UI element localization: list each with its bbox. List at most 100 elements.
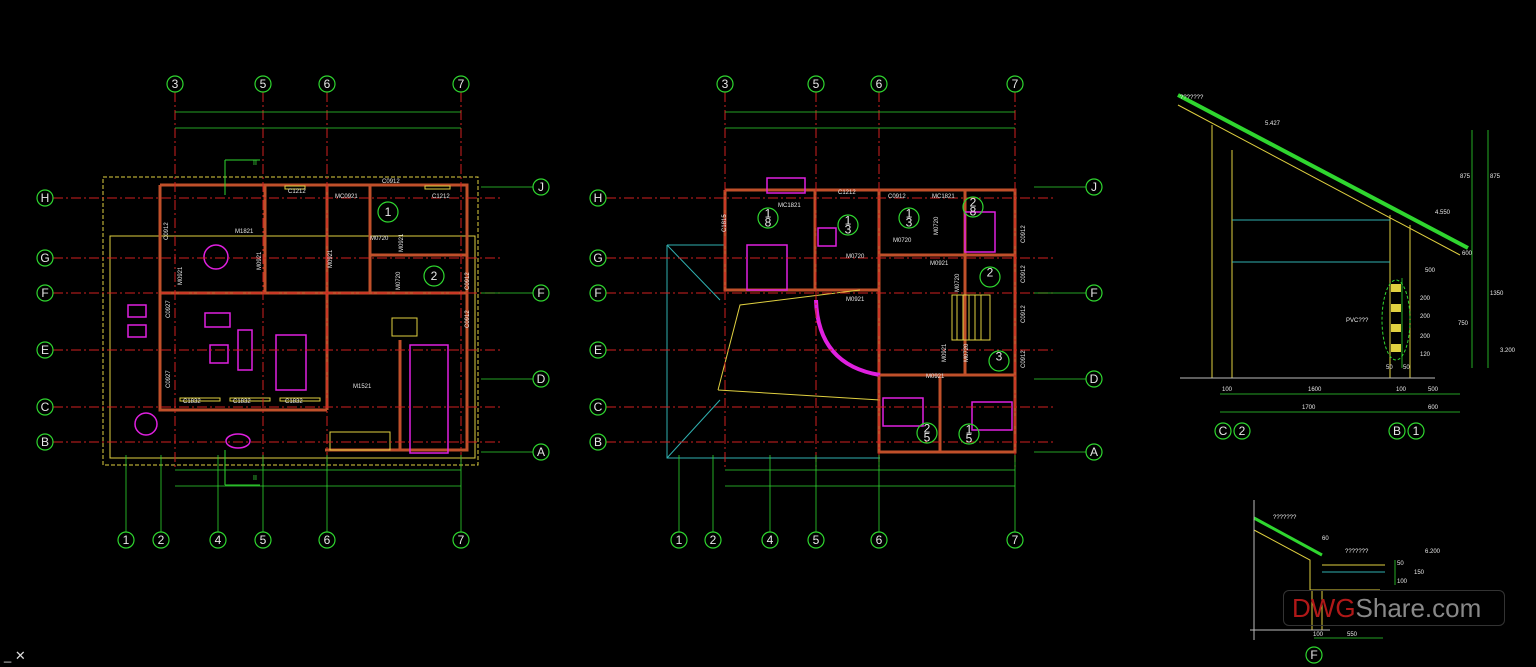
structure-outline	[1177, 104, 1461, 378]
axis-bubble	[36, 189, 54, 207]
dim-text: 1350	[1490, 291, 1504, 297]
axis-bubble	[1085, 284, 1103, 302]
door-window-tag: C0912	[465, 310, 471, 328]
axis-bubble	[1085, 443, 1103, 461]
axis-bubble	[166, 75, 184, 93]
door-window-tag: C1832	[233, 399, 251, 405]
tags: C1212MC0921C0912C1212M1821C0912M0921M092…	[164, 179, 471, 405]
axis-label: C	[41, 400, 50, 414]
axis-bubble	[532, 178, 550, 196]
room-tag	[837, 214, 859, 236]
beam-lines	[1232, 219, 1390, 263]
axis-label: 6	[324, 533, 331, 547]
elevation-text: 6.200	[1425, 549, 1441, 555]
dim-text: 100	[1396, 387, 1407, 393]
room-tag-sub: 3	[906, 216, 913, 230]
terrace-outline	[109, 235, 476, 459]
door-window-tag: M0921	[328, 249, 334, 268]
door-window-tag: M0720	[396, 271, 402, 290]
axis-label: H	[594, 191, 603, 205]
dim-text: 100	[1313, 632, 1324, 638]
door-window-tag: C1212	[288, 189, 306, 195]
axis-bubble	[807, 75, 825, 93]
axis-bubble	[589, 189, 607, 207]
vent-callout	[1381, 279, 1411, 361]
eave-outline	[1253, 529, 1385, 630]
door-window-tag: C0927	[166, 370, 172, 388]
axis-bubble	[36, 398, 54, 416]
room-tag-number: 1	[966, 423, 973, 437]
axis-bubble	[589, 284, 607, 302]
section-cut-lines	[224, 159, 260, 486]
room-tag	[377, 201, 399, 223]
door-window-tag: C1832	[285, 399, 303, 405]
room-tag-sub: 5	[966, 432, 973, 446]
room-tag-number: 2	[924, 422, 931, 436]
dim-text: 150	[1414, 570, 1425, 576]
axis-label: B	[41, 435, 49, 449]
axis-bubble	[870, 75, 888, 93]
axis-label: D	[537, 372, 546, 386]
axis-bubble	[36, 284, 54, 302]
axis-label: F	[537, 286, 544, 300]
axis-label: 7	[1012, 533, 1019, 547]
axis-label: 1	[676, 533, 683, 547]
dim-text: 50	[1403, 365, 1410, 371]
axis-bubble	[452, 531, 470, 549]
axis-bubble	[1085, 370, 1103, 388]
dim-text: 500	[1425, 268, 1436, 274]
axis-label: J	[1091, 180, 1097, 194]
door-window-tag: M0921	[942, 343, 948, 362]
eave-outline	[102, 176, 479, 466]
axis-label: A	[1090, 445, 1098, 459]
command-line-close-icon[interactable]: _ ✕	[4, 648, 26, 663]
door-window-tag: M0921	[257, 251, 263, 270]
axis-label: D	[1090, 372, 1099, 386]
axis-bubble	[117, 531, 135, 549]
axis-label: F	[41, 286, 48, 300]
axis-label: C	[1219, 424, 1228, 438]
dim-text: 100	[1397, 579, 1408, 585]
dim-text: 120	[1420, 352, 1431, 358]
dim-text: 750	[1458, 321, 1469, 327]
axis-bubble	[532, 284, 550, 302]
door-window-tag: C0912	[1021, 305, 1027, 323]
eave-detail: ??????? ??????? 60 6.200 50 100 150 100 …	[1250, 500, 1441, 664]
wall-line	[1250, 500, 1330, 640]
watermark: DWGShare.com	[1283, 590, 1505, 626]
axis-label: G	[593, 251, 602, 265]
stairs-and-steps	[329, 317, 418, 451]
door-window-tag: C0912	[382, 179, 400, 185]
axis-bubble	[36, 341, 54, 359]
roof-outline	[666, 244, 880, 459]
axis-label: 5	[260, 77, 267, 91]
axis-label: 5	[260, 533, 267, 547]
material-note: ???????	[1180, 95, 1204, 101]
axis-bubble	[716, 75, 734, 93]
door-window-tag: C0927	[166, 300, 172, 318]
axis-bubble	[870, 531, 888, 549]
watermark-prefix: DWG	[1292, 593, 1356, 623]
elevation-mid: 4.550	[1435, 210, 1451, 216]
dim-text: 1600	[1308, 387, 1322, 393]
room-tag	[898, 207, 920, 229]
axis-bubble	[589, 249, 607, 267]
dim-text: 60	[1322, 536, 1329, 542]
axis-bubble	[1085, 178, 1103, 196]
axis-label: A	[537, 445, 545, 459]
vent-note: PVC???	[1346, 318, 1369, 324]
room-tag	[916, 422, 938, 444]
axis-label: 1	[123, 533, 130, 547]
axis-label: 6	[876, 77, 883, 91]
dimension-lines	[1314, 560, 1396, 639]
axis-label: H	[41, 191, 50, 205]
axis-label: 7	[458, 533, 465, 547]
axis-label: 5	[813, 533, 820, 547]
dim-text: 550	[1347, 632, 1358, 638]
axis-label: F	[594, 286, 601, 300]
dim-text: 50	[1397, 561, 1404, 567]
axis-bubble	[589, 341, 607, 359]
